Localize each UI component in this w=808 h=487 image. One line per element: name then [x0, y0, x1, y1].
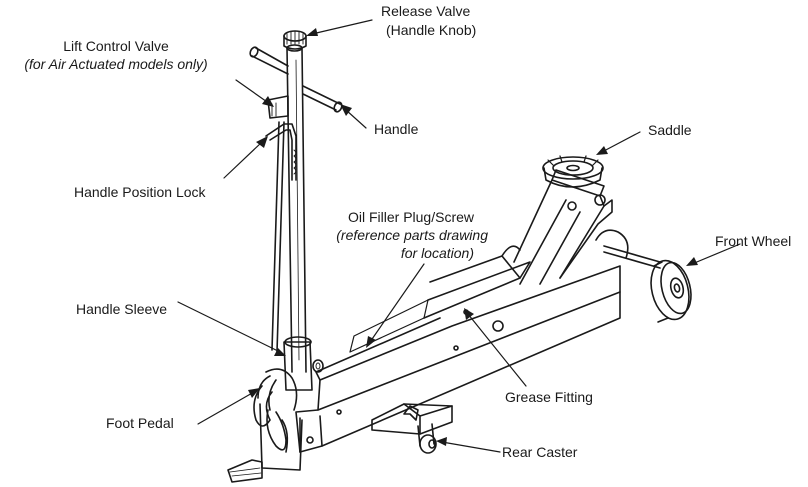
lift-control-valve-part — [267, 95, 289, 119]
handle-crossbar — [249, 46, 343, 113]
rear-frame — [227, 403, 303, 483]
release-valve-label: Release Valve — [381, 3, 471, 19]
saddle-label: Saddle — [648, 122, 692, 138]
handle-label: Handle — [374, 121, 419, 137]
lift-control-valve-note: (for Air Actuated models only) — [24, 56, 208, 72]
rear-caster-label: Rear Caster — [502, 444, 578, 460]
foot-pedal-part — [253, 368, 298, 427]
front-axle — [595, 229, 661, 269]
lift-arm — [513, 169, 613, 285]
lift-control-valve-label: Lift Control Valve — [63, 38, 169, 54]
saddle-part — [542, 155, 604, 188]
handle-sleeve-label: Handle Sleeve — [76, 301, 168, 317]
grease-fitting-label: Grease Fitting — [505, 389, 593, 405]
oil-filler-label: Oil Filler Plug/Screw — [347, 209, 474, 225]
side-rod — [271, 121, 285, 353]
foot-pedal-label: Foot Pedal — [106, 415, 174, 431]
front-wheel-part — [650, 259, 692, 323]
front-wheel-label: Front Wheel — [715, 233, 792, 249]
release-valve-sublabel: (Handle Knob) — [386, 22, 477, 38]
leader-lines — [177, 19, 741, 453]
handle-position-lock-part — [265, 123, 297, 181]
handle-sleeve-part — [283, 336, 324, 391]
oil-filler-note-1: (reference parts drawing — [336, 227, 488, 243]
chassis — [295, 245, 621, 453]
rear-caster-part — [371, 403, 453, 454]
oil-filler-note-2: for location) — [400, 245, 474, 261]
handle-position-lock-label: Handle Position Lock — [74, 184, 206, 200]
